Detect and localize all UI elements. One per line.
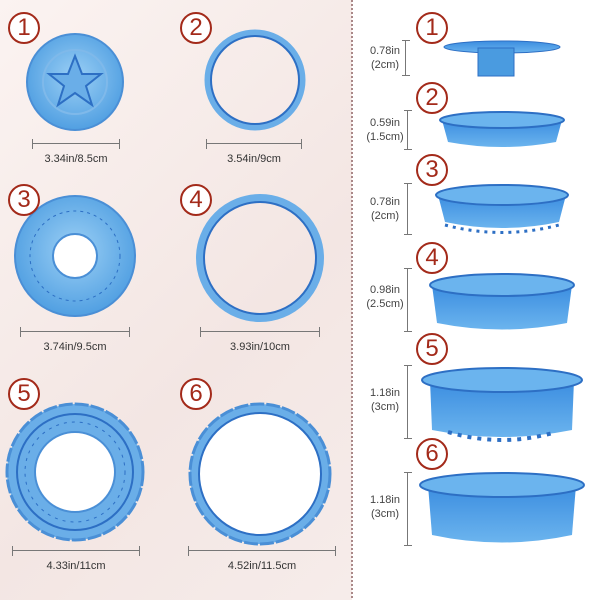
piece-6-top [188,402,332,546]
diameter-4: 3.93in/10cm [230,341,290,353]
height-in: 0.78in [370,45,400,57]
height-in: 0.59in [370,117,400,129]
height-line [404,110,412,150]
piece-5-top [5,402,145,542]
star-icon [46,53,104,108]
piece-4-side [429,273,575,330]
diameter-line [188,546,336,556]
piece-2-side [439,111,565,147]
height-cm: (1.5cm) [366,131,404,143]
height-4: 0.98in (2.5cm) [362,283,408,311]
diameter-line [20,327,130,337]
height-cm: (2cm) [370,59,400,71]
height-cm: (3cm) [370,401,400,413]
piece-5-side [421,367,583,442]
height-in: 0.98in [370,284,400,296]
height-line [402,40,410,76]
height-cm: (2.5cm) [366,298,404,310]
diameter-2: 3.54in/9cm [227,153,281,165]
piece-1-side [443,40,561,77]
side-badge-1: 1 [416,12,448,44]
badge-4: 4 [180,184,212,216]
badge-5: 5 [8,378,40,410]
height-line [404,472,412,546]
side-badge-4: 4 [416,242,448,274]
diameter-1: 3.34in/8.5cm [44,153,108,165]
height-cm: (3cm) [370,508,400,520]
piece-2-top [204,29,306,131]
height-in: 1.18in [370,387,400,399]
piece-3-side [435,184,569,234]
diameter-6: 4.52in/11.5cm [227,560,297,572]
height-2: 0.59in (1.5cm) [362,116,408,144]
badge-6: 6 [180,378,212,410]
height-cm: (2cm) [370,210,400,222]
side-badge-6: 6 [416,438,448,470]
height-6: 1.18in (3cm) [362,493,408,521]
side-badge-2: 2 [416,82,448,114]
side-badge-5: 5 [416,333,448,365]
height-3: 0.78in (2cm) [362,195,408,223]
piece-1-top [26,33,124,131]
badge-3: 3 [8,184,40,216]
height-5: 1.18in (3cm) [362,386,408,414]
badge-2: 2 [180,12,212,44]
piece-6-side [419,472,585,543]
badge-1: 1 [8,12,40,44]
height-line [404,268,412,332]
height-line [404,365,412,439]
side-badge-3: 3 [416,154,448,186]
height-line [404,183,412,235]
piece-3-top [14,195,136,317]
diameter-line [12,546,140,556]
height-1: 0.78in (2cm) [362,44,408,72]
diameter-line [206,139,302,149]
piece-4-top [196,194,324,322]
diameter-3: 3.74in/9.5cm [43,341,107,353]
diameter-5: 4.33in/11cm [46,560,106,572]
diameter-line [32,139,120,149]
divider [351,0,353,600]
diameter-line [200,327,320,337]
height-in: 1.18in [370,494,400,506]
height-in: 0.78in [370,196,400,208]
